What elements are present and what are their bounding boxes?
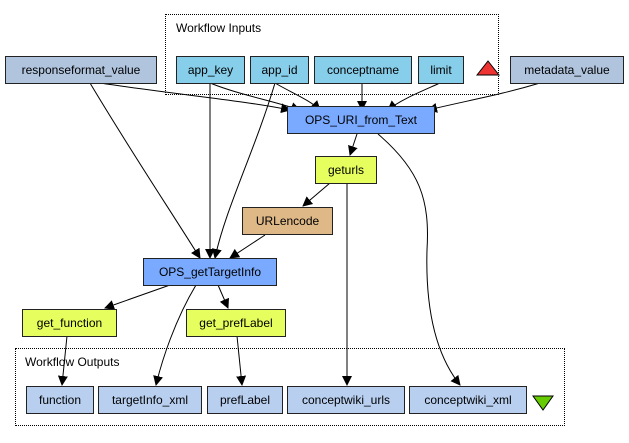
node-get-function[interactable]: get_function: [22, 309, 117, 337]
inputs-triangle-icon: [475, 60, 501, 76]
edge-targetinfo-to-getfunction: [104, 284, 171, 310]
node-output-conceptwiki-urls[interactable]: conceptwiki_urls: [287, 386, 405, 414]
edge-geturls-to-urlencode: [302, 182, 331, 207]
node-app-key[interactable]: app_key: [176, 56, 245, 84]
node-urlencode[interactable]: URLencode: [242, 207, 333, 235]
node-metadata-value[interactable]: metadata_value: [510, 56, 624, 84]
workflow-inputs-label: Workflow Inputs: [176, 21, 262, 35]
outputs-triangle-icon: [532, 395, 554, 411]
edge-responseformat-to-uri: [99, 82, 291, 114]
node-responseformat-value[interactable]: responseformat_value: [5, 56, 157, 84]
workflow-outputs-cluster: Workflow Outputs: [15, 348, 565, 426]
edge-uri-to-geturls: [348, 133, 358, 156]
node-app-id[interactable]: app_id: [250, 56, 309, 84]
node-ops-uri-from-text[interactable]: OPS_URI_from_Text: [287, 106, 435, 134]
workflow-inputs-cluster: Workflow Inputs: [165, 14, 499, 95]
edge-getfunction-to-function: [57, 335, 68, 386]
node-get-preflabel[interactable]: get_prefLabel: [186, 309, 286, 337]
edge-urlencode-to-targetinfo: [229, 234, 266, 259]
edge-metadata-to-uri: [427, 82, 541, 113]
edge-targetinfo-to-targetinfoxml: [153, 284, 197, 386]
edge-responseformat-to-targetinfo: [89, 82, 201, 259]
node-geturls[interactable]: geturls: [315, 156, 377, 184]
node-limit[interactable]: limit: [418, 56, 464, 84]
edge-appid-to-targetinfo: [211, 82, 276, 259]
workflow-outputs-label: Workflow Outputs: [25, 355, 120, 369]
node-output-preflabel[interactable]: prefLabel: [207, 386, 283, 414]
node-output-function[interactable]: function: [26, 386, 94, 414]
node-output-conceptwiki-xml[interactable]: conceptwiki_xml: [409, 386, 527, 414]
node-conceptname[interactable]: conceptname: [314, 56, 412, 84]
edge-uri-to-conceptwikixml: [377, 133, 461, 386]
node-ops-get-target-info[interactable]: OPS_getTargetInfo: [143, 258, 277, 286]
edge-getpreflabel-to-preflabel: [236, 335, 247, 386]
node-output-targetinfo-xml[interactable]: targetInfo_xml: [98, 386, 202, 414]
edge-targetinfo-to-getpreflabel: [217, 284, 229, 309]
